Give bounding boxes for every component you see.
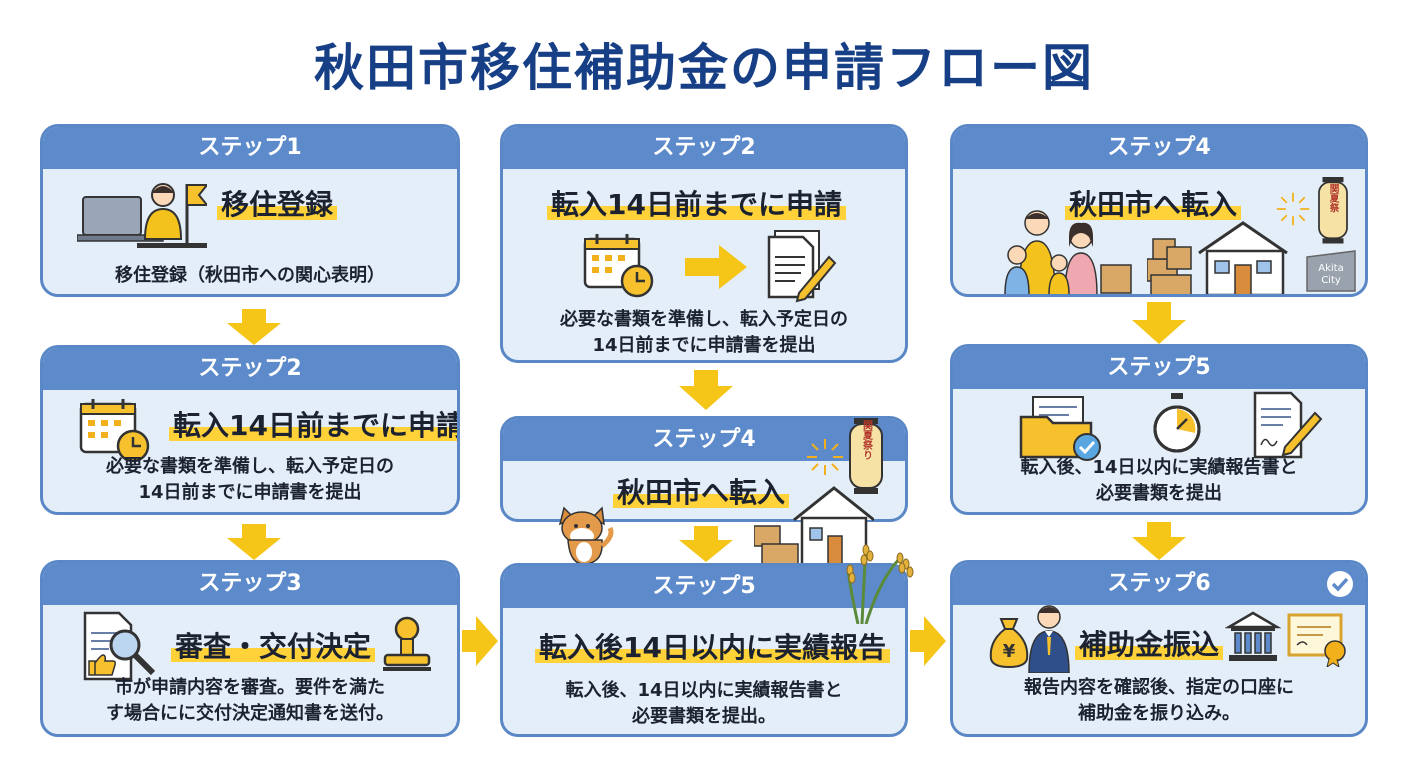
lantern-text: 関夏祭り bbox=[861, 420, 874, 460]
step-card-middle-4: ステップ4 秋田市へ転入 bbox=[500, 416, 908, 522]
check-circle-icon bbox=[1327, 571, 1353, 597]
family-icon bbox=[1004, 210, 1132, 294]
step-description-line-2: 14日前までに申請書を提出 bbox=[592, 335, 816, 356]
right-arrow bbox=[910, 616, 946, 666]
person-at-computer-icon bbox=[77, 183, 207, 248]
house-icon bbox=[1147, 221, 1288, 294]
lantern-text: 関夏祭 bbox=[1328, 184, 1341, 214]
step-description-line-2: す場合にに交付決定通知書を送付。 bbox=[106, 703, 394, 724]
document-pen-icon bbox=[767, 230, 837, 303]
step-label: ステップ2 bbox=[43, 348, 457, 390]
step-label: ステップ4 bbox=[503, 419, 905, 461]
yen-sign: ¥ bbox=[1003, 641, 1016, 662]
step-title: 転入14日前までに申請 bbox=[169, 404, 457, 444]
down-arrow bbox=[679, 526, 733, 562]
step-title: 秋田市へ転入 bbox=[613, 471, 790, 511]
stamp-icon bbox=[383, 616, 431, 671]
step-description: 移住登録（秋田市への関心表明） bbox=[115, 265, 385, 286]
step-card-right-4: ステップ4 秋田市へ転入 関夏祭 Akita City bbox=[950, 124, 1368, 297]
step-card-left-2: ステップ2 転入14日前までに申請 必要な書類を準備し、転入予定日の 14日前ま… bbox=[40, 345, 460, 515]
step-title: 審査・交付決定 bbox=[171, 625, 376, 665]
step-title: 補助金振込 bbox=[1075, 623, 1224, 663]
step-label: ステップ2 bbox=[503, 127, 905, 169]
step-description-line-2: 補助金を振り込み。 bbox=[1078, 703, 1240, 724]
step-title: 秋田市へ転入 bbox=[1065, 183, 1242, 223]
sign-text-line-2: City bbox=[1321, 275, 1341, 286]
step-label: ステップ6 bbox=[953, 563, 1365, 605]
step-description-line-2: 14日前までに申請書を提出 bbox=[138, 482, 362, 503]
step-label: ステップ1 bbox=[43, 127, 457, 169]
step-description-line-1: 市が申請内容を審査。要件を満た bbox=[115, 677, 385, 698]
fireworks-icon bbox=[807, 439, 843, 475]
lantern-icon: 関夏祭 bbox=[1318, 177, 1348, 244]
step-description-line-2: 必要書類を提出。 bbox=[632, 706, 776, 727]
businessman-icon bbox=[1028, 605, 1070, 673]
step-label: ステップ4 bbox=[953, 127, 1365, 169]
page-title: 秋田市移住補助金の申請フロー図 bbox=[314, 39, 1094, 97]
step-label: ステップ3 bbox=[43, 563, 457, 605]
down-arrow bbox=[227, 524, 281, 560]
yen-money-bag-icon: ¥ bbox=[989, 618, 1029, 669]
step-card-right-6: ステップ6 ¥ 補助金振込 報告内容を確認後、指定の口座に 補助金を振り込み。 bbox=[950, 560, 1368, 737]
fireworks-icon bbox=[1276, 192, 1310, 226]
step-label: ステップ5 bbox=[503, 566, 905, 608]
down-arrow bbox=[227, 309, 281, 345]
right-arrow-icon bbox=[685, 245, 747, 289]
step-card-right-5: ステップ5 転入後、14日以内に実績報告書と 必要書類を提出 bbox=[950, 344, 1368, 515]
certificate-icon bbox=[1287, 613, 1346, 667]
step-card-middle-5: ステップ5 転入後14日以内に実績報告 転入後、14日以内に実績報告書と 必要書… bbox=[500, 563, 908, 737]
down-arrow bbox=[679, 370, 733, 410]
sign-text-line-1: Akita bbox=[1318, 263, 1343, 274]
down-arrow bbox=[1132, 302, 1186, 344]
step-title: 転入14日前までに申請 bbox=[547, 183, 846, 223]
contract-sign-icon bbox=[1253, 391, 1323, 459]
calendar-clock-icon bbox=[79, 399, 150, 463]
document-magnifier-icon bbox=[83, 611, 156, 681]
step-card-left-1: ステップ1 移住登録 移住登録（秋田市への関心表明） bbox=[40, 124, 460, 297]
step-description-line-1: 転入後、14日以内に実績報告書と bbox=[565, 680, 843, 701]
step-description-line-1: 報告内容を確認後、指定の口座に bbox=[1024, 677, 1294, 698]
folder-check-icon bbox=[1019, 396, 1101, 461]
step-description-line-1: 必要な書類を準備し、転入予定日の bbox=[560, 309, 848, 330]
akita-city-sign-icon: Akita City bbox=[1306, 250, 1356, 292]
lantern-icon: 関夏祭り bbox=[849, 418, 883, 494]
calendar-clock-icon bbox=[583, 234, 654, 298]
step-label: ステップ5 bbox=[953, 347, 1365, 389]
bank-icon bbox=[1225, 611, 1281, 661]
step-description-line-1: 必要な書類を準備し、転入予定日の bbox=[106, 456, 394, 477]
step-title: 移住登録 bbox=[217, 183, 338, 223]
step-card-middle-2: ステップ2 転入14日前までに申請 必要な書類を準備し、転入予定日の 14日前ま… bbox=[500, 124, 908, 363]
step-description-line-1: 転入後、14日以内に実績報告書と bbox=[1020, 457, 1298, 478]
right-arrow bbox=[462, 616, 498, 666]
step-title: 転入後14日以内に実績報告 bbox=[535, 626, 890, 666]
shiba-dog-icon bbox=[558, 506, 614, 565]
stopwatch-icon bbox=[1153, 393, 1201, 453]
down-arrow bbox=[1132, 522, 1186, 560]
step-card-left-3: ステップ3 審査・交付決定 市が申請内容を審査。要件を満た す場合にに交付決定通… bbox=[40, 560, 460, 737]
step-description-line-2: 必要書類を提出 bbox=[1096, 483, 1222, 504]
rice-plant-icon bbox=[846, 544, 914, 624]
